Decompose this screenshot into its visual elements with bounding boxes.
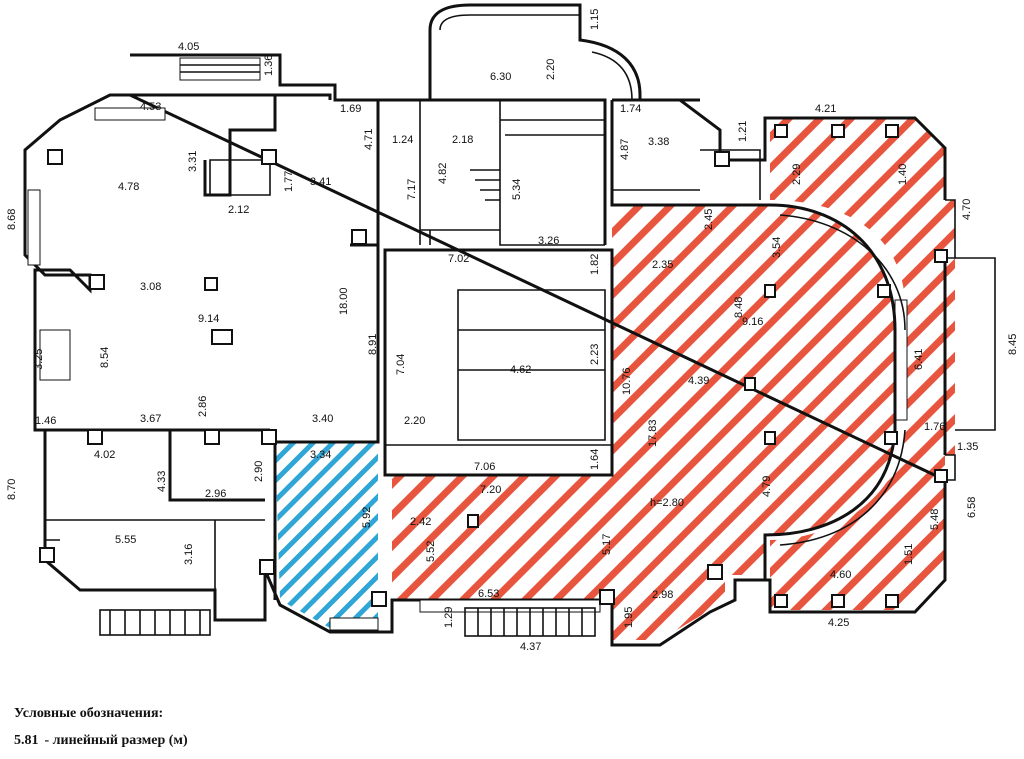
- dim-label: 4.25: [828, 617, 849, 629]
- dim-label: 4.82: [437, 163, 449, 184]
- dim-label: 1.64: [589, 449, 601, 470]
- dim-label: 5.34: [511, 179, 523, 200]
- dim-label: 4.79: [761, 476, 773, 497]
- dim-label: 8.68: [6, 209, 18, 230]
- dim-label: 3.38: [648, 136, 669, 148]
- dim-label: 1.69: [340, 103, 361, 115]
- dim-label: 4.37: [520, 641, 541, 653]
- dim-label: 8.91: [367, 334, 379, 355]
- dim-label: 1.40: [897, 164, 909, 185]
- dim-label: 7.17: [406, 179, 418, 200]
- dim-label: 1.29: [443, 607, 455, 628]
- inner-walls: [45, 93, 906, 600]
- dim-label: 4.78: [118, 181, 139, 193]
- dimension-labels: 4.05 1.36 4.53 1.69 6.30 2.20 1.74 1.15 …: [6, 9, 1019, 653]
- dim-label: 4.21: [815, 103, 836, 115]
- dim-label: 3.34: [310, 449, 331, 461]
- dim-label: 4.05: [178, 41, 199, 53]
- dim-label: 2.86: [197, 396, 209, 417]
- dim-label: 18.00: [338, 287, 350, 315]
- dim-label: h=2.80: [650, 497, 684, 509]
- dim-label: 17.83: [647, 419, 659, 447]
- dim-label: 4.62: [510, 364, 531, 376]
- dim-label: 4.33: [156, 471, 168, 492]
- columns: [39, 124, 948, 608]
- dim-label: 7.02: [448, 253, 469, 265]
- dim-label: 3.25: [33, 349, 45, 370]
- stairs: [99, 169, 596, 637]
- dim-label: 5.52: [425, 541, 437, 562]
- dim-label: 1.51: [903, 544, 915, 565]
- dim-label: 1.82: [589, 254, 601, 275]
- dim-label: 5.55: [115, 534, 136, 546]
- dim-label: 2.29: [791, 164, 803, 185]
- dim-label: 3.40: [312, 413, 333, 425]
- outer-walls: [23, 3, 996, 647]
- hatched-zone-blue: [275, 442, 378, 628]
- dim-label: 8.48: [733, 297, 745, 318]
- dim-label: 3.26: [538, 235, 559, 247]
- dim-label: 4.87: [619, 139, 631, 160]
- dim-label: 8.70: [6, 479, 18, 500]
- dim-label: 8.45: [1007, 334, 1019, 355]
- dim-label: 8.54: [99, 347, 111, 368]
- dim-label: 1.21: [737, 121, 749, 142]
- dim-label: 3.41: [310, 176, 331, 188]
- hatched-zone-red-east: [392, 118, 955, 640]
- legend-item-text: - линейный размер (м): [44, 733, 188, 748]
- dim-label: 4.60: [830, 569, 851, 581]
- dim-label: 2.20: [404, 415, 425, 427]
- dim-label: 6.30: [490, 71, 511, 83]
- dim-label: 1.15: [589, 9, 601, 30]
- dim-label: 3.67: [140, 413, 161, 425]
- dim-label: 2.96: [205, 488, 226, 500]
- dim-label: 3.16: [183, 544, 195, 565]
- legend-title: Условные обозначения:: [14, 706, 164, 721]
- dim-label: 2.35: [652, 259, 673, 271]
- dim-label: 5.17: [601, 534, 613, 555]
- dim-label: 6.53: [478, 588, 499, 600]
- dim-label: 7.06: [474, 461, 495, 473]
- dim-label: 4.39: [688, 375, 709, 387]
- dim-label: 1.76: [924, 421, 945, 433]
- dim-label: 2.23: [589, 344, 601, 365]
- dim-label: 1.77: [283, 171, 295, 192]
- dim-label: 2.18: [452, 134, 473, 146]
- dim-label: 4.71: [363, 129, 375, 150]
- dim-label: 4.53: [140, 101, 161, 113]
- legend-item: 5.81 - линейный размер (м): [14, 733, 194, 749]
- dim-label: 2.20: [545, 59, 557, 80]
- dim-label: 5.92: [361, 507, 373, 528]
- legend-item-value: 5.81: [14, 733, 39, 748]
- dim-label: 1.36: [263, 55, 275, 76]
- dim-label: 10.76: [621, 367, 633, 395]
- dim-label: 9.16: [742, 316, 763, 328]
- dim-label: 3.31: [187, 151, 199, 172]
- dim-label: 7.20: [480, 484, 501, 496]
- dim-label: 3.08: [140, 281, 161, 293]
- dim-label: 2.98: [652, 589, 673, 601]
- dim-label: 2.45: [703, 209, 715, 230]
- dim-label: 4.70: [961, 199, 973, 220]
- dim-label: 1.46: [35, 415, 56, 427]
- dim-label: 2.12: [228, 204, 249, 216]
- dim-label: 1.35: [957, 441, 978, 453]
- dim-label: 2.90: [253, 461, 265, 482]
- dim-label: 6.41: [913, 349, 925, 370]
- dim-label: 1.24: [392, 134, 413, 146]
- dim-label: 1.74: [620, 103, 641, 115]
- dim-label: 4.02: [94, 449, 115, 461]
- dim-label: 3.54: [771, 237, 783, 258]
- dim-label: 5.48: [929, 509, 941, 530]
- dim-label: 1.95: [623, 607, 635, 628]
- dim-label: 6.58: [966, 497, 978, 518]
- dim-label: 2.42: [410, 516, 431, 528]
- dim-label: 9.14: [198, 313, 219, 325]
- dim-label: 7.04: [395, 354, 407, 375]
